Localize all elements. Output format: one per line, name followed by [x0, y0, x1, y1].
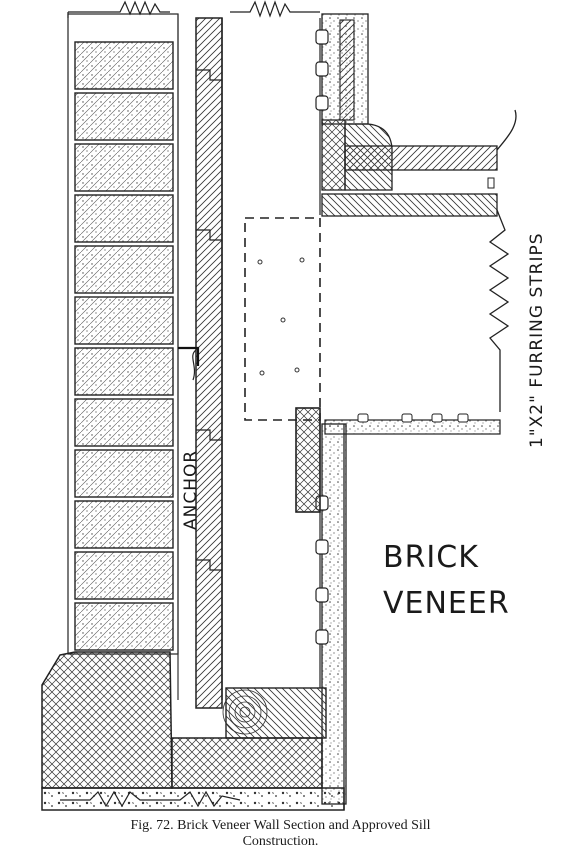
brick-course	[74, 245, 174, 294]
nail-holes	[257, 257, 305, 376]
dashed-opening	[244, 217, 321, 421]
caption-line-2: Construction.	[242, 834, 319, 849]
brick-course	[74, 602, 174, 651]
lower-ceiling-plaster	[324, 419, 501, 435]
brick-course	[74, 143, 174, 192]
upper-plaster-keys	[315, 29, 329, 111]
upper-lath	[339, 19, 355, 121]
anchor-label: ANCHOR	[181, 450, 201, 530]
sill-growth-rings	[222, 689, 268, 735]
floor-cleat	[487, 177, 495, 189]
brick-course	[74, 551, 174, 600]
figure-caption: Fig. 72. Brick Veneer Wall Section and A…	[0, 818, 561, 850]
brick-course	[74, 296, 174, 345]
foundation-grade-line	[60, 790, 241, 808]
anchor-tie	[178, 346, 200, 366]
ceiling-keys	[357, 413, 469, 423]
anchor-arrow	[192, 349, 197, 381]
brick-course	[74, 194, 174, 243]
quarter-round	[321, 119, 346, 191]
brick-course	[74, 92, 174, 141]
veneer-label: VENEER	[383, 586, 510, 621]
top-break-lines	[67, 0, 320, 18]
foundation	[41, 787, 345, 811]
brick-label: BRICK	[383, 540, 479, 575]
brick-course	[74, 449, 174, 498]
sheathing-joints	[196, 69, 222, 571]
lower-plaster-keys	[315, 495, 329, 645]
brick-course	[74, 398, 174, 447]
sill-plate	[171, 737, 323, 789]
ledger-board	[295, 407, 321, 513]
upper-subfloor	[321, 193, 498, 217]
sheathing	[195, 17, 223, 709]
brick-course	[74, 347, 174, 396]
lower-plaster	[321, 423, 347, 805]
upper-floor	[344, 145, 498, 171]
brick-footing	[41, 651, 173, 789]
brick-course	[74, 41, 174, 90]
brick-courses	[67, 13, 179, 655]
furring-label: 1"X2" FURRING STRIPS	[527, 232, 547, 448]
brick-course	[74, 500, 174, 549]
sill-end-grain	[225, 687, 327, 739]
furring-leader	[488, 109, 517, 412]
caption-line-1: Fig. 72. Brick Veneer Wall Section and A…	[130, 818, 431, 833]
